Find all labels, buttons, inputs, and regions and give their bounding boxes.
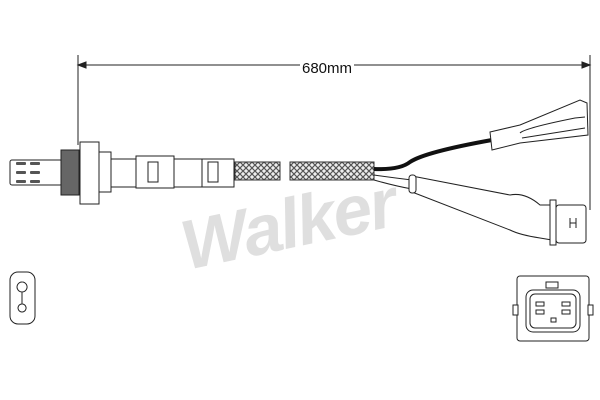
sensor-body — [9, 141, 235, 205]
length-dimension-label: 680mm — [300, 60, 355, 77]
sensor-tip-end-view — [9, 271, 36, 325]
connector-face-view — [512, 275, 594, 342]
braided-cable — [234, 161, 375, 181]
black-wire — [373, 138, 493, 172]
plug-connector — [408, 174, 587, 246]
spade-connector — [489, 99, 589, 151]
